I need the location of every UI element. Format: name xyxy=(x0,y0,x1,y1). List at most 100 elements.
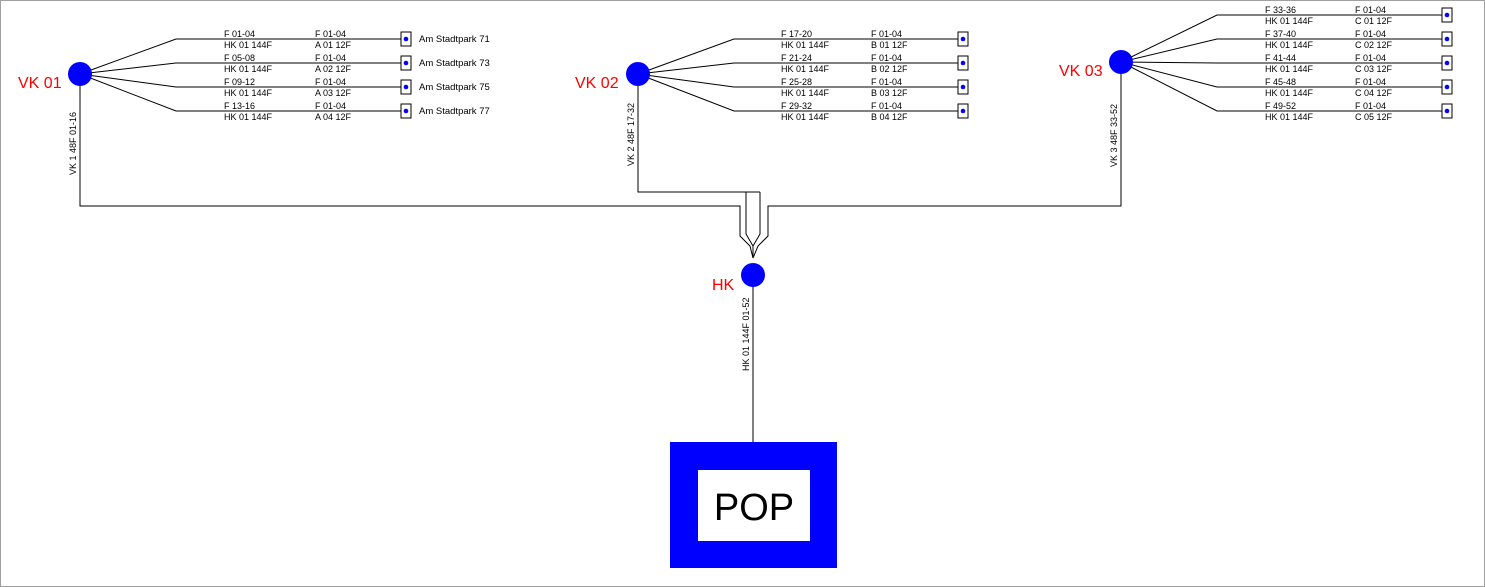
vk1-branch-2-hk-label: HK 01 144F xyxy=(224,64,273,74)
vk1-branch-3-fibers-label: F 09-12 xyxy=(224,77,255,87)
vk3-branch-1-port-label: F 01-04 xyxy=(1355,5,1386,15)
vk1-branch-4-fibers-label: F 13-16 xyxy=(224,101,255,111)
pop-label: POP xyxy=(714,487,794,529)
vk2-branch-1-term-label: B 01 12F xyxy=(871,40,908,50)
trunk-lines xyxy=(79,74,1122,442)
vk3-branch-5-hk-label: HK 01 144F xyxy=(1265,112,1314,122)
vk3-branch-2-hk-label: HK 01 144F xyxy=(1265,40,1314,50)
vk2-branch-4-terminal-dot xyxy=(960,108,966,114)
vk2-branch-3-port-label: F 01-04 xyxy=(871,77,902,87)
vk3-branch-5-fibers-label: F 49-52 xyxy=(1265,101,1296,111)
vk03-label: VK 03 xyxy=(1059,63,1103,80)
vk3-branch-1-line xyxy=(1120,14,1442,63)
vk1-branch-4-port-label: F 01-04 xyxy=(315,101,346,111)
vk3-branch-5-line xyxy=(1120,61,1442,112)
vk1-branch-1-line xyxy=(79,38,401,75)
vk1-branch-2-fibers-label: F 05-08 xyxy=(224,53,255,63)
vk2-branch-1-fibers-label: F 17-20 xyxy=(781,29,812,39)
vk2-branch-3-term-label: B 03 12F xyxy=(871,88,908,98)
vk1-branch-4-line xyxy=(79,73,401,112)
vk1-branch-4-hk-label: HK 01 144F xyxy=(224,112,273,122)
vk2-branch-3-line xyxy=(637,73,958,88)
vk3-branch-1-hk-label: HK 01 144F xyxy=(1265,16,1314,26)
vk3-branch-3-port-label: F 01-04 xyxy=(1355,53,1386,63)
vk3-branch-4-hk-label: HK 01 144F xyxy=(1265,88,1314,98)
hk-node[interactable] xyxy=(741,263,765,287)
vk2-branch-4-term-label: B 04 12F xyxy=(871,112,908,122)
vk1-branch-2-line xyxy=(79,62,401,75)
vk1-branch-4-address: Am Stadtpark 77 xyxy=(419,106,490,117)
vk3-branch-1-term-label: C 01 12F xyxy=(1355,16,1393,26)
vk3-branch-3-line xyxy=(1120,61,1442,64)
vk01-label: VK 01 xyxy=(18,75,62,92)
vk2-branch-3-hk-label: HK 01 144F xyxy=(781,88,830,98)
vk1-branch-2-address: Am Stadtpark 73 xyxy=(419,58,490,69)
vk1-branch-3-terminal-dot xyxy=(403,84,409,90)
vk3-branch-4-terminal-dot xyxy=(1444,84,1450,90)
vk2-branch-3-fibers-label: F 25-28 xyxy=(781,77,812,87)
vk1-branch-1-address: Am Stadtpark 71 xyxy=(419,34,490,45)
vk3-branch-3-term-label: C 03 12F xyxy=(1355,64,1393,74)
vk3-branch-4-fibers-label: F 45-48 xyxy=(1265,77,1296,87)
hk-cable-label: HK 01 144F 01-52 xyxy=(741,297,751,371)
pop-box[interactable]: POP xyxy=(670,442,837,568)
vk1-branch-1-terminal-dot xyxy=(403,36,409,42)
vk2-branch-4-hk-label: HK 01 144F xyxy=(781,112,830,122)
vk3-branch-4-line xyxy=(1120,61,1442,88)
vk1-branch-1-hk-label: HK 01 144F xyxy=(224,40,273,50)
trunk-vk01-hk xyxy=(79,86,754,259)
vk2-branch-1-terminal-dot xyxy=(960,36,966,42)
vk3-branch-1-terminal-dot xyxy=(1444,12,1450,18)
vk3-branch-2-term-label: C 02 12F xyxy=(1355,40,1393,50)
vk1-branch-2-terminal-dot xyxy=(403,60,409,66)
vk2-branch-1-line xyxy=(637,38,958,75)
vk3-branch-2-port-label: F 01-04 xyxy=(1355,29,1386,39)
vk3-branch-3-fibers-label: F 41-44 xyxy=(1265,53,1296,63)
vk02-node[interactable] xyxy=(626,62,650,86)
trunk-merge-inner xyxy=(752,192,761,247)
vk3-branch-2-fibers-label: F 37-40 xyxy=(1265,29,1296,39)
vk1-branch-3-term-label: A 03 12F xyxy=(315,88,352,98)
vk3-branch-1-fibers-label: F 33-36 xyxy=(1265,5,1296,15)
trunk-vk02-hk xyxy=(637,86,754,258)
vk1-branch-4-term-label: A 04 12F xyxy=(315,112,352,122)
vk1-branch-1-port-label: F 01-04 xyxy=(315,29,346,39)
vk2-branch-2-line xyxy=(637,62,958,75)
vk2-branch-2-term-label: B 02 12F xyxy=(871,64,908,74)
vk1-branch-2-term-label: A 02 12F xyxy=(315,64,352,74)
vk2-branch-2-port-label: F 01-04 xyxy=(871,53,902,63)
vk1-branch-2-port-label: F 01-04 xyxy=(315,53,346,63)
vk03-node[interactable] xyxy=(1109,50,1133,74)
vk3-branch-4-term-label: C 04 12F xyxy=(1355,88,1393,98)
vk1-branch-1-term-label: A 01 12F xyxy=(315,40,352,50)
vk3-branch-5-port-label: F 01-04 xyxy=(1355,101,1386,111)
vk02-cable-label: VK 2 48F 17-32 xyxy=(626,103,636,166)
vk01-node[interactable] xyxy=(68,62,92,86)
vk2-branch-2-hk-label: HK 01 144F xyxy=(781,64,830,74)
hk-label: HK xyxy=(712,277,735,294)
vk3-branch-4-port-label: F 01-04 xyxy=(1355,77,1386,87)
vk2-branch-2-terminal-dot xyxy=(960,60,966,66)
vk1-branch-3-address: Am Stadtpark 75 xyxy=(419,82,490,93)
vk3-branch-5-term-label: C 05 12F xyxy=(1355,112,1393,122)
vk2-branch-1-port-label: F 01-04 xyxy=(871,29,902,39)
vk2-branch-4-port-label: F 01-04 xyxy=(871,101,902,111)
vk1-branch-3-line xyxy=(79,73,401,88)
vk3-branch-3-terminal-dot xyxy=(1444,60,1450,66)
vk1-branch-3-hk-label: HK 01 144F xyxy=(224,88,273,98)
vk2-branch-1-hk-label: HK 01 144F xyxy=(781,40,830,50)
vk01-cable-label: VK 1 48F 01-16 xyxy=(68,112,78,175)
vk03-cable-label: VK 3 48F 33-52 xyxy=(1109,104,1119,167)
pop-inner xyxy=(698,470,810,541)
vk3-branch-3-hk-label: HK 01 144F xyxy=(1265,64,1314,74)
vk2-branch-2-fibers-label: F 21-24 xyxy=(781,53,812,63)
vk2-branch-4-fibers-label: F 29-32 xyxy=(781,101,812,111)
vk1-branch-4-terminal-dot xyxy=(403,108,409,114)
vk3-branch-2-line xyxy=(1120,38,1442,63)
vk1-branch-3-port-label: F 01-04 xyxy=(315,77,346,87)
vk02-label: VK 02 xyxy=(575,75,619,92)
vk2-branch-4-line xyxy=(637,73,958,112)
vk1-branch-1-fibers-label: F 01-04 xyxy=(224,29,255,39)
